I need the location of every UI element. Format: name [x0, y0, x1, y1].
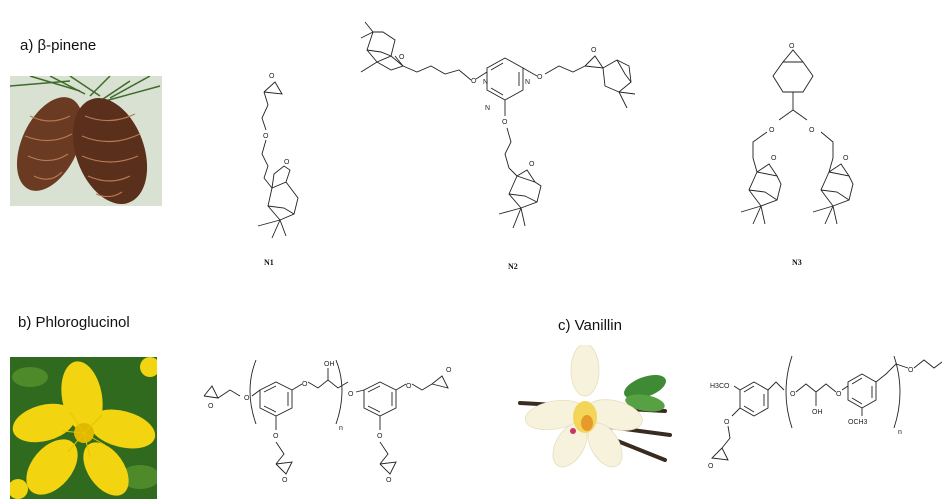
n3-acetal-oxygen-right: O	[809, 127, 815, 134]
phloro-ring2-oxygen-left: O	[348, 391, 354, 398]
n2-left-ring-oxygen: O	[399, 54, 405, 61]
flower-photo	[10, 357, 157, 499]
n1-epoxide-oxygen: O	[269, 73, 275, 80]
n2-right-ring-oxygen: O	[591, 47, 597, 54]
n2-right-ether-oxygen: O	[537, 74, 543, 81]
phloro-ring1-oxygen-bottom: O	[273, 433, 279, 440]
phloro-ring1-oxygen-left: O	[244, 395, 250, 402]
vanillin-ether-oxygen-2: O	[836, 391, 842, 398]
vanillin-ether-oxygen-1: O	[790, 391, 796, 398]
structure-n2: O O N N N O O O O	[360, 21, 636, 229]
n2-triazine-n1: N	[485, 105, 490, 112]
vanillin-terminal-oxygen: O	[908, 367, 914, 374]
vanillin-hydroxyl: OH	[812, 409, 823, 416]
phloro-ring2-epoxide-oxygen: O	[386, 477, 392, 484]
n3-left-ring-oxygen: O	[771, 155, 777, 162]
phloro-ring1-epoxide-oxygen: O	[282, 477, 288, 484]
phloro-left-epoxide-oxygen: O	[208, 403, 214, 410]
pinecone-photo	[10, 76, 162, 206]
n2-triazine-n3: N	[483, 79, 488, 86]
n2-bottom-ether-oxygen: O	[502, 119, 508, 126]
n3-epoxide-oxygen: O	[789, 43, 795, 50]
structure-vanillin-resin: H3CO O O n O OH O OCH3 O	[708, 355, 942, 470]
n3-right-ring-oxygen: O	[843, 155, 849, 162]
phloro-hydroxyl: OH	[324, 361, 335, 368]
n3-acetal-oxygen-left: O	[769, 127, 775, 134]
label-n3: N3	[792, 258, 802, 267]
n2-left-ether-oxygen: O	[471, 78, 477, 85]
vanillin-methoxy-left: H3CO	[710, 383, 730, 390]
section-label-vanillin: c) Vanillin	[558, 317, 622, 334]
vanilla-image	[515, 345, 675, 470]
vanilla-photo	[515, 345, 675, 470]
phloro-right-epoxide-oxygen: O	[446, 367, 452, 374]
n1-ring-oxygen: O	[284, 159, 290, 166]
structure-n1: O O O	[257, 73, 299, 239]
n2-triazine-n2: N	[525, 79, 530, 86]
phloro-ring2-oxygen-right: O	[406, 383, 412, 390]
label-n2: N2	[508, 262, 518, 271]
structure-n3: O O O O O	[740, 43, 854, 225]
phloro-ring1-oxygen-right: O	[302, 381, 308, 388]
n2-bottom-ring-oxygen: O	[529, 161, 535, 168]
section-label-phloroglucinol: b) Phloroglucinol	[18, 314, 130, 331]
n1-ether-oxygen: O	[263, 133, 269, 140]
vanillin-left-phenol-oxygen: O	[724, 419, 730, 426]
flower-image	[10, 357, 157, 499]
structure-phloroglucinol-resin: O n O O OH O O O O O O O	[203, 359, 452, 484]
phloro-repeat-subscript: n	[339, 425, 343, 432]
vanillin-repeat-subscript: n	[898, 429, 902, 436]
vanillin-methoxy-right: OCH3	[848, 419, 868, 426]
pinecone-image	[10, 76, 162, 206]
vanillin-left-epoxide-oxygen: O	[708, 463, 714, 470]
phloro-ring2-oxygen-bottom: O	[377, 433, 383, 440]
section-label-beta-pinene: a) β-pinene	[20, 37, 97, 54]
label-n1: N1	[264, 258, 274, 267]
